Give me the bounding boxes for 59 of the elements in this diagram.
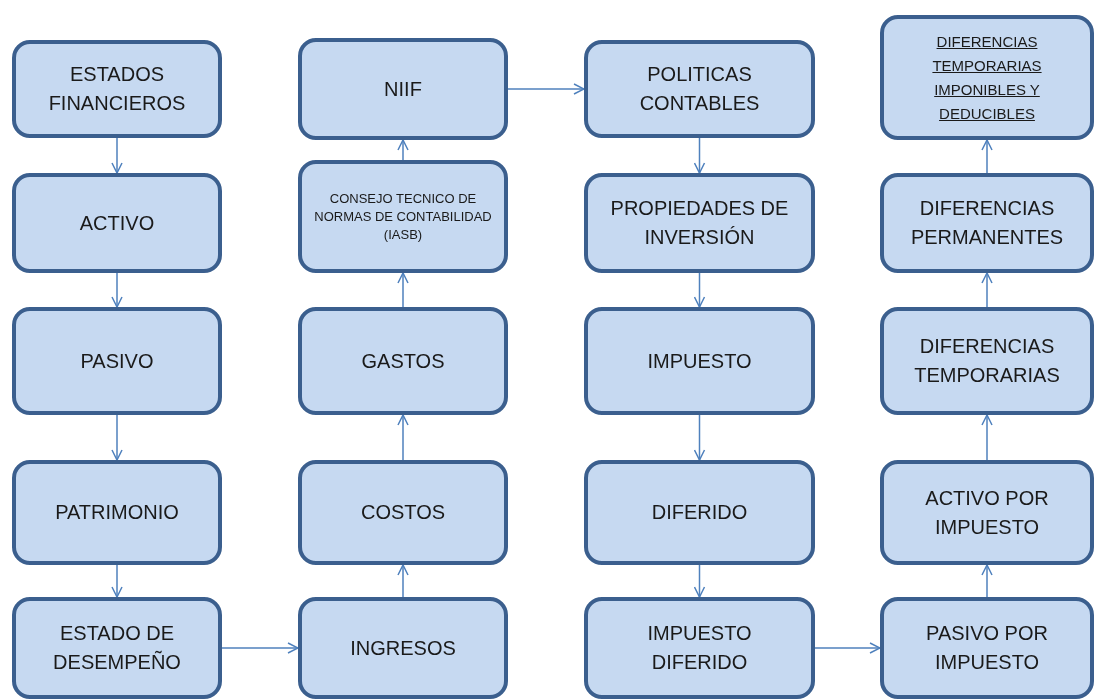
process-box [12,597,222,699]
arrow [111,414,123,461]
process-box [584,173,815,273]
box-label: COSTOS [360,500,446,525]
box-label: PROPIEDADES DE INVERSIÓN [609,196,790,250]
process-box [880,307,1094,415]
box-label: PASIVO [80,348,154,374]
process-box [880,460,1094,565]
box-label: POLITICAS CONTABLES [638,62,761,116]
arrow [814,642,881,654]
arrow [397,272,409,308]
box-label: GASTOS [361,348,445,374]
process-box [584,40,815,138]
arrow [397,414,409,461]
process-box [584,460,815,565]
process-box [298,460,508,565]
arrow [397,139,409,161]
process-box [298,160,508,273]
arrow [221,642,299,654]
box-label: PATRIMONIO [55,500,179,525]
process-box [880,597,1094,699]
process-box [880,15,1094,140]
box-label: ACTIVO [79,210,155,236]
process-box [12,460,222,565]
arrow [981,272,993,308]
box-label: DIFERENCIAS TEMPORARIAS [913,334,1061,388]
box-label: CONSEJO TECNICO DE NORMAS DE CONTABILIDAD (IASB) [313,189,493,244]
arrow [111,272,123,308]
box-label: ACTIVO POR IMPUESTO [924,485,1050,540]
process-box [584,597,815,699]
box-label: DIFERENCIAS TEMPORARIAS IMPONIBLES Y DEDUCIBLES [931,31,1043,124]
process-box [298,307,508,415]
box-label: DIFERENCIAS PERMANENTES [909,196,1065,250]
box-label: INGRESOS [350,635,456,661]
arrow [507,83,585,95]
arrow [981,564,993,598]
arrow [981,139,993,174]
process-box [298,38,508,140]
arrow [111,564,123,598]
arrow [693,137,706,174]
box-label: IMPUESTO [647,348,752,374]
box-label: NIIF [384,76,422,102]
box-label: ESTADOS FINANCIEROS [47,62,187,116]
box-label: PASIVO POR IMPUESTO [925,621,1049,675]
process-box [298,597,508,699]
box-label: DIFERIDO [651,500,748,525]
arrow [693,564,706,598]
arrow [981,414,993,461]
box-label: IMPUESTO DIFERIDO [646,621,753,675]
arrow [693,272,706,308]
process-box [12,307,222,415]
process-box [880,173,1094,273]
arrow [693,414,706,461]
process-box [584,307,815,415]
process-box [12,173,222,273]
arrow [111,137,123,174]
process-box [12,40,222,138]
arrow [397,564,409,598]
box-label: ESTADO DE DESEMPEÑO [52,621,182,675]
